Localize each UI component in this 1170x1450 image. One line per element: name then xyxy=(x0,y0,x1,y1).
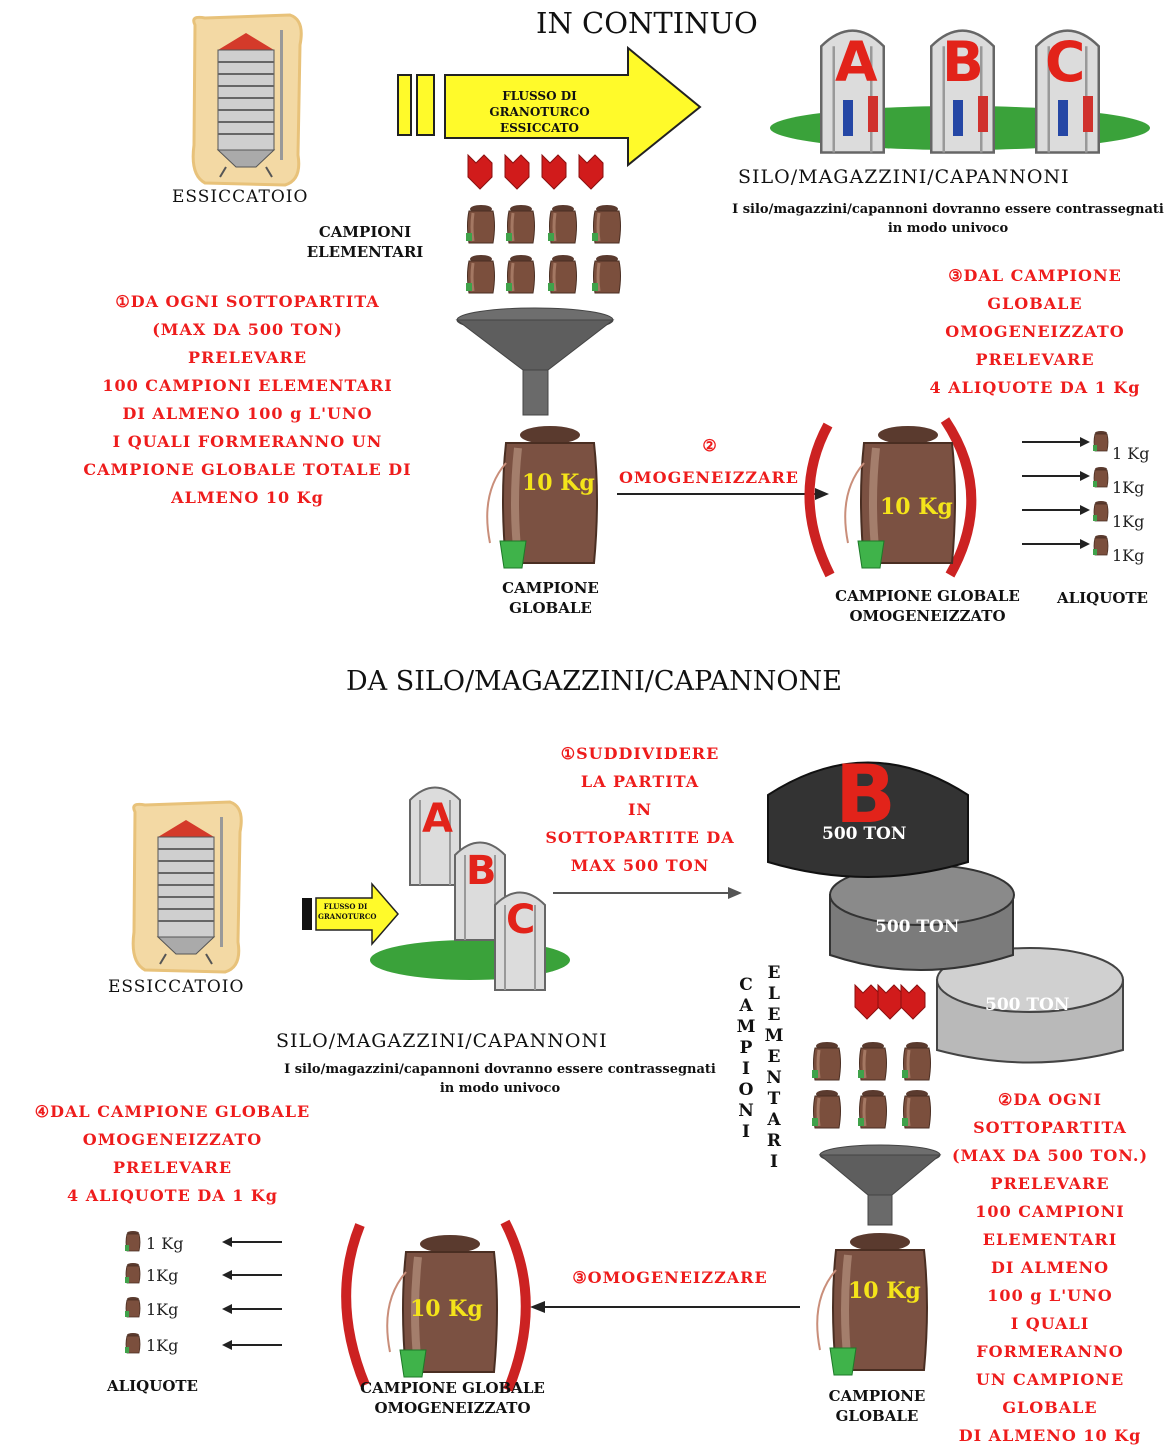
bottom-aliquot-3: 1Kg xyxy=(146,1300,179,1319)
flow-arrow xyxy=(444,45,702,168)
top-dryer-label: ESSICCATOIO xyxy=(172,187,309,207)
top-homog-weight: 10 Kg xyxy=(880,494,953,520)
bottom-section-title: DA SILO/MAGAZZINI/CAPANNONE xyxy=(346,666,842,697)
bottom-silo-letter-b: B xyxy=(466,848,497,894)
flow-bar-2 xyxy=(416,74,435,136)
bottom-aliquot-1: 1 Kg xyxy=(146,1234,184,1253)
top-section-title: IN CONTINUO xyxy=(536,6,758,40)
flow-bar-1 xyxy=(397,74,412,136)
bottom-dryer-label: ESSICCATOIO xyxy=(108,977,245,997)
top-aliquot-4: 1Kg xyxy=(1112,546,1145,565)
top-global-label: CAMPIONE GLOBALE xyxy=(502,579,599,617)
top-flow-label: FLUSSO DI GRANOTURCO ESSICCATO xyxy=(489,89,590,135)
bottom-aliquot-4: 1Kg xyxy=(146,1336,179,1355)
top-step2-label: OMOGENEIZZARE xyxy=(618,468,799,487)
bottom-big-letter: B xyxy=(835,748,896,841)
subbatch-label-3: 500 TON xyxy=(985,995,1070,1015)
bottom-silo-letter-c: C xyxy=(506,897,536,943)
top-silo-letter-a: A xyxy=(835,30,878,94)
bottom-global-weight: 10 Kg xyxy=(848,1278,921,1304)
top-aliquot-2: 1Kg xyxy=(1112,478,1145,497)
bottom-flow-label: FLUSSO DI GRANOTURCO xyxy=(318,902,377,921)
top-silo-label: SILO/MAGAZZINI/CAPANNONI xyxy=(738,166,1070,188)
top-step2-number: ② xyxy=(702,436,718,455)
subbatch-drum-2 xyxy=(829,864,1015,971)
bottom-homog-weight: 10 Kg xyxy=(410,1296,483,1322)
top-aliquot-1: 1 Kg xyxy=(1112,444,1150,463)
top-step1-text: ①DA OGNI SOTTOPARTITA(MAX DA 500 TON)PRE… xyxy=(83,292,412,507)
top-aliquots-label: ALIQUOTE xyxy=(1056,589,1148,607)
bottom-aliquots-label: ALIQUOTE xyxy=(106,1377,198,1395)
top-silo-letter-c: C xyxy=(1045,30,1086,94)
top-silo-note: I silo/magazzini/capannoni dovranno esse… xyxy=(732,202,1164,236)
top-global-weight: 10 Kg xyxy=(522,470,595,496)
top-homog-label: CAMPIONE GLOBALE OMOGENEIZZATO xyxy=(835,587,1020,625)
top-silo-letter-b: B xyxy=(942,30,984,94)
top-elementary-label: CAMPIONI ELEMENTARI xyxy=(306,223,424,261)
bottom-silo-label: SILO/MAGAZZINI/CAPANNONI xyxy=(276,1030,608,1052)
subbatch-drum-1 xyxy=(767,761,969,878)
bottom-global-label: CAMPIONE GLOBALE xyxy=(828,1387,926,1425)
top-aliquot-3: 1Kg xyxy=(1112,512,1145,531)
subbatch-label-1: 500 TON xyxy=(822,824,907,844)
bottom-step3-label: ③OMOGENEIZZARE xyxy=(572,1268,768,1287)
bottom-homog-label: CAMPIONE GLOBALE OMOGENEIZZATO xyxy=(360,1379,545,1417)
dryer-icon xyxy=(191,13,303,187)
subbatch-label-2: 500 TON xyxy=(875,917,960,937)
bottom-silo-letter-a: A xyxy=(422,796,453,842)
bottom-silo-note: I silo/magazzini/capannoni dovranno esse… xyxy=(284,1062,716,1096)
bottom-aliquot-2: 1Kg xyxy=(146,1266,179,1285)
